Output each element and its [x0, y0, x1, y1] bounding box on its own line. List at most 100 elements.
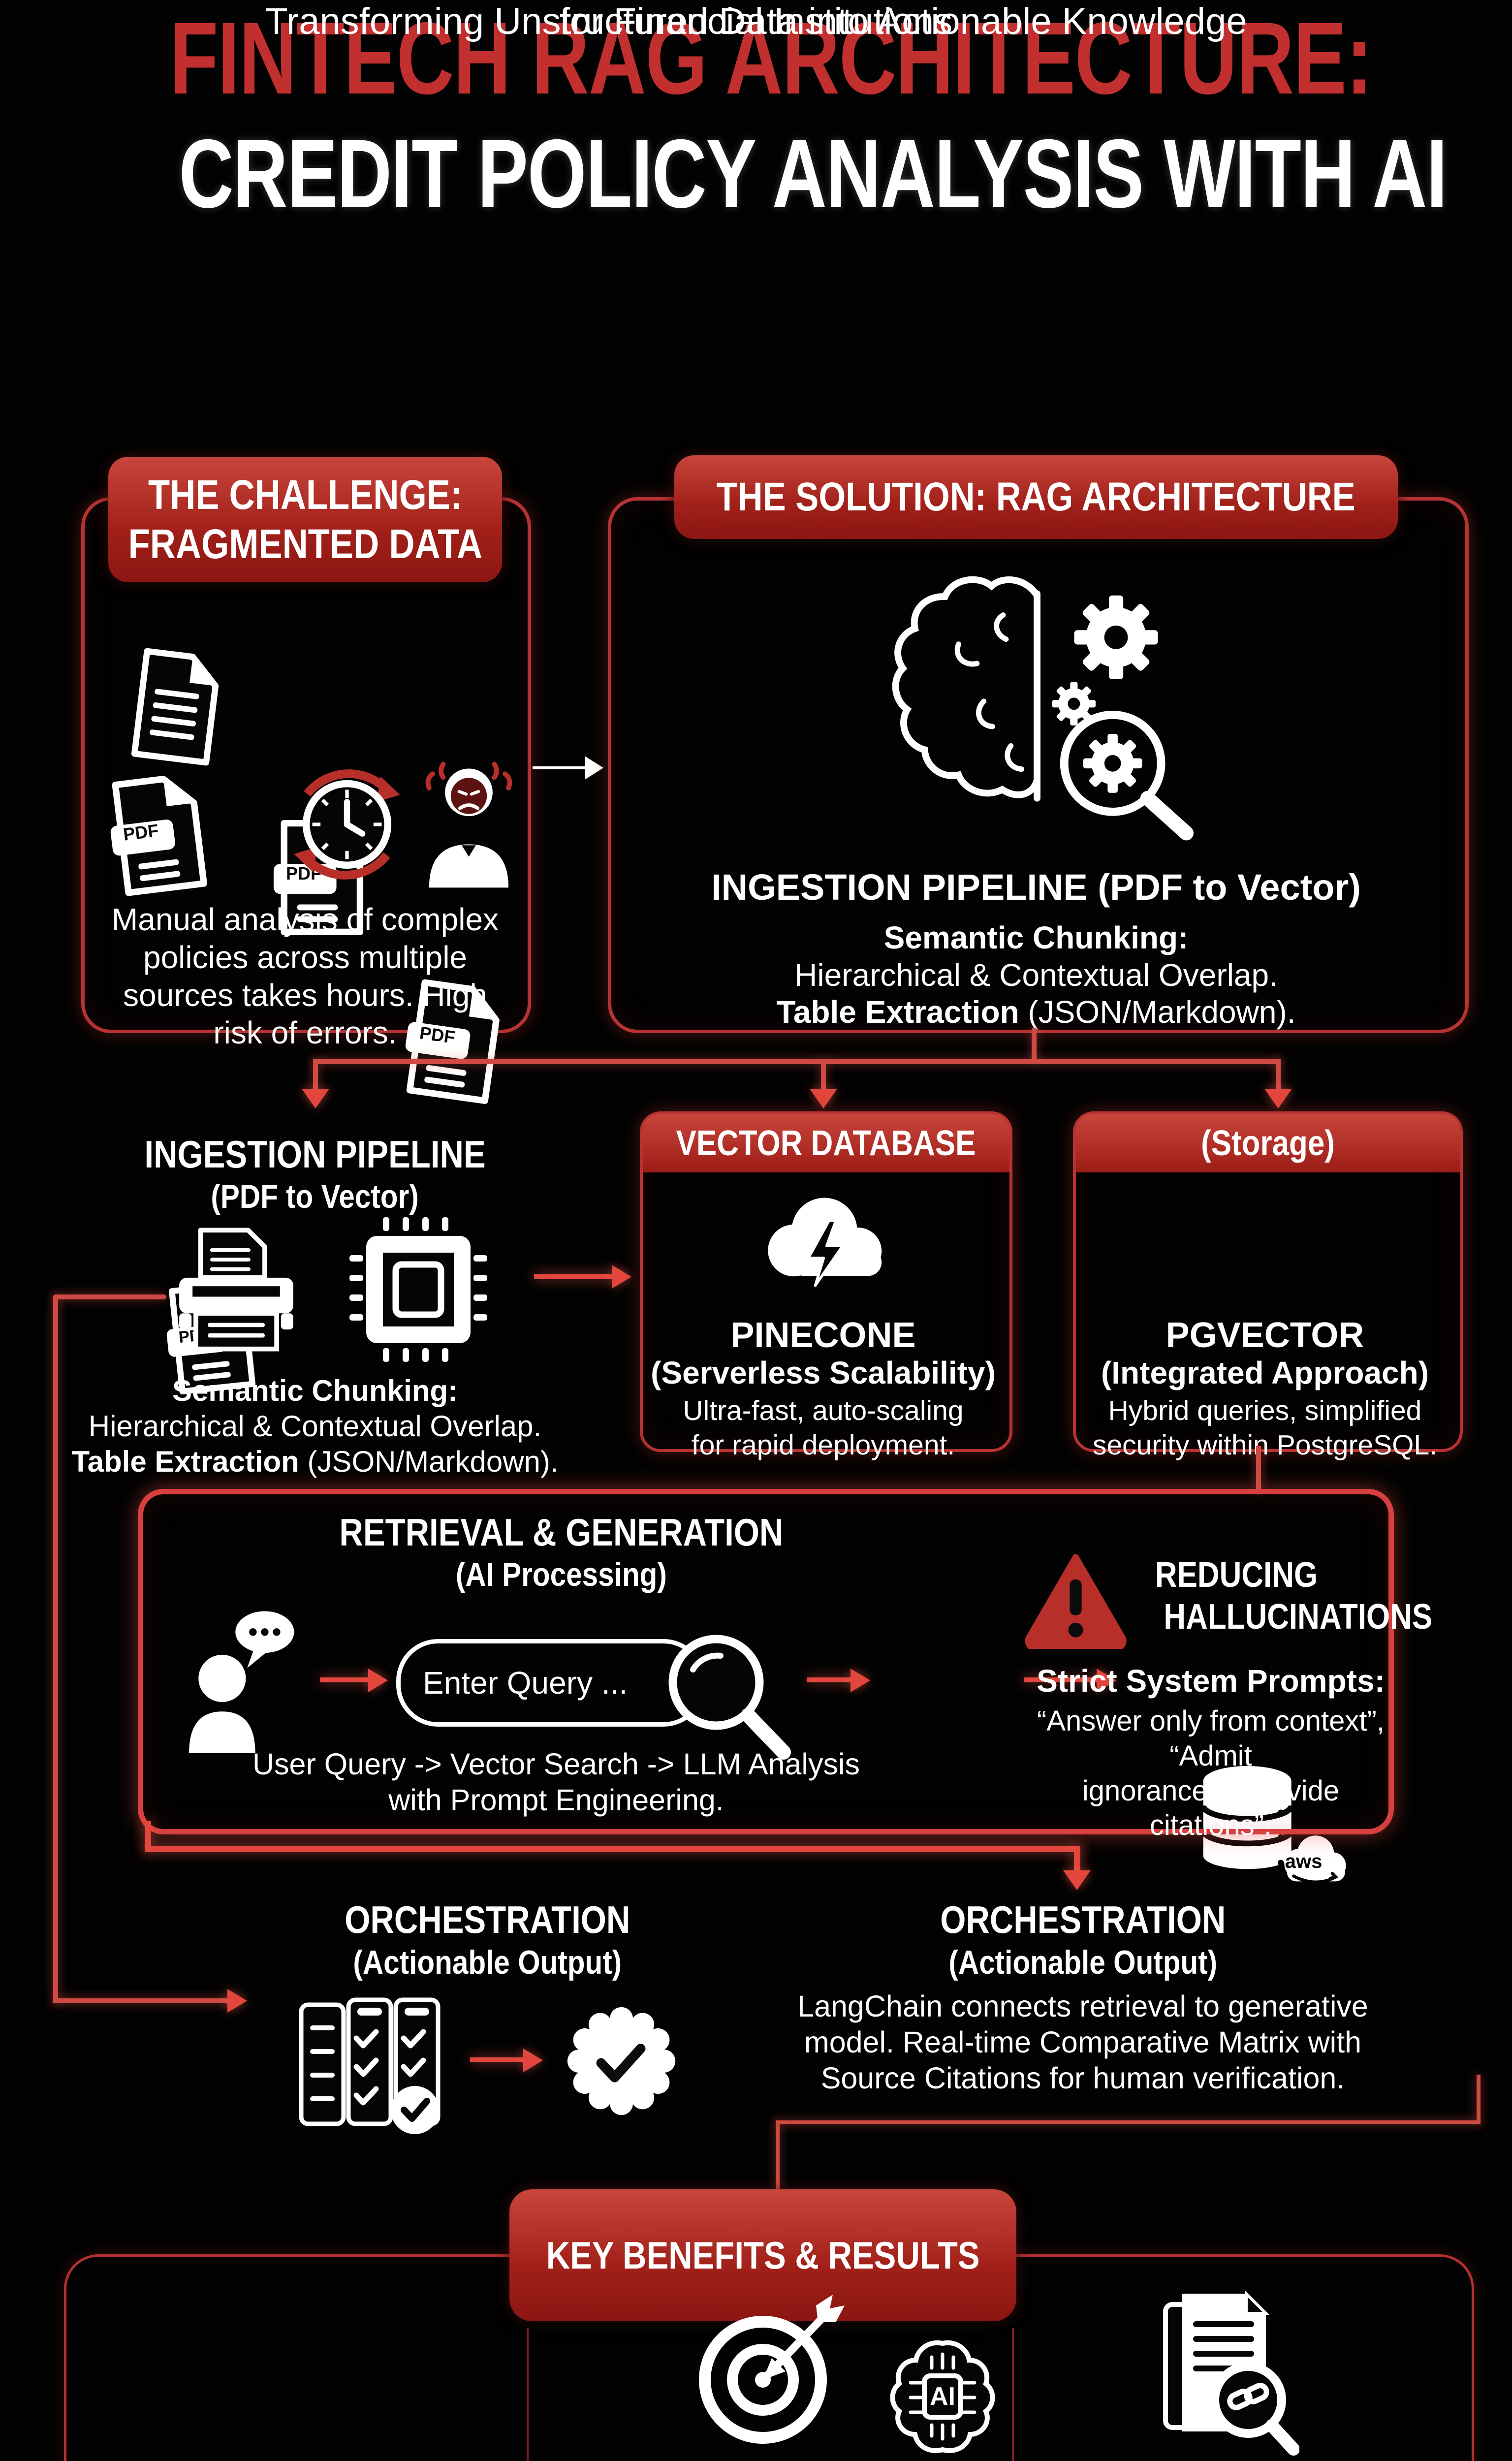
cloud-lightning-icon: [748, 1181, 901, 1304]
branch-drop-left: [313, 1059, 318, 1090]
storage-body-line1: Hybrid queries, simplified: [1108, 1395, 1422, 1426]
retrieval-to-orch-v2: [1074, 1846, 1080, 1871]
branch-horizontal-line: [313, 1059, 1281, 1064]
retrieval-to-orch-arrowhead: [1063, 1870, 1091, 1890]
solution-chunking-line3: Table Extraction (JSON/Markdown).: [776, 994, 1296, 1030]
branch-drop-right: [1276, 1059, 1281, 1090]
retrieval-subtitle: (AI Processing): [455, 1556, 667, 1593]
orch-left-subtitle: (Actionable Output): [353, 1944, 622, 1981]
hallucinations-quote-line2: ignorance”, “Provide citations”.: [1082, 1774, 1340, 1842]
challenge-header-line1: THE CHALLENGE:: [148, 472, 463, 518]
left-rail-bottom-segment: [53, 1998, 230, 2003]
pipeline-to-vectordb-arrowhead: [612, 1265, 631, 1289]
storage-subname: (Integrated Approach): [1101, 1355, 1429, 1390]
title-line-2: CREDIT POLICY ANALYSIS WITH AI: [179, 119, 1448, 228]
hallucinations-title-line2: HALLUCINATIONS: [1164, 1597, 1433, 1637]
vectordb-body-line1: Ultra-fast, auto-scaling: [683, 1395, 964, 1426]
challenge-to-solution-arrow: [533, 766, 587, 769]
retrieval-to-orch-v1: [145, 1821, 151, 1852]
page-title: FINTECH RAG ARCHITECTURE: CREDIT POLICY …: [0, 0, 1512, 229]
stressed-person-icon: [416, 743, 522, 891]
flow-arrow-2: [807, 1677, 851, 1682]
printer-icon: [165, 1221, 308, 1358]
flow-arrow-3: [1024, 1677, 1098, 1682]
target-arrow-icon: [689, 2289, 851, 2456]
solution-header: THE SOLUTION: RAG ARCHITECTURE: [716, 474, 1356, 519]
retrieval-box: [138, 1489, 1394, 1834]
retrieval-caption-line2: with Prompt Engineering.: [388, 1783, 724, 1817]
orch-right-subtitle: (Actionable Output): [948, 1944, 1217, 1981]
user-query-icon: [177, 1602, 300, 1755]
flow-arrowhead-3: [1097, 1669, 1116, 1692]
aws-label: aws: [1285, 1851, 1323, 1872]
challenge-to-solution-arrowhead: [585, 756, 603, 780]
left-rail-vertical: [53, 1294, 58, 2003]
orch-to-benefits-vertical: [776, 2120, 780, 2192]
subtitle-line-1: Transforming Unstructured Data into Acti…: [265, 0, 1247, 42]
warning-triangle-icon: [1023, 1550, 1129, 1649]
branch-arrowhead-ingestion: [302, 1089, 329, 1108]
challenge-header-line2: FRAGMENTED DATA: [128, 520, 482, 567]
hallucinations-subtitle: Strict System Prompts:: [1037, 1663, 1385, 1699]
search-magnifier-icon: [655, 1624, 797, 1767]
hallucinations-title-line1: REDUCING: [1155, 1555, 1318, 1595]
orch-to-benefits-stub: [1477, 2075, 1480, 2124]
vectordb-box: VECTOR DATABASE: [640, 1111, 1012, 1452]
vectordb-body-line2: for rapid deployment.: [691, 1429, 955, 1461]
checklist-comparison-icon: [295, 1986, 448, 2139]
orch-left-arrowhead: [523, 2049, 543, 2072]
vectordb-header: VECTOR DATABASE: [676, 1124, 976, 1163]
vectordb-name: PINECONE: [730, 1316, 916, 1355]
challenge-header-badge: THE CHALLENGE: FRAGMENTED DATA: [108, 457, 502, 582]
left-rail-top-segment: [53, 1294, 166, 1299]
benefits-divider-1: [527, 2328, 529, 2461]
document-citation-icon: [1152, 2289, 1299, 2456]
solution-chunking-line1: Semantic Chunking:: [883, 920, 1189, 955]
solution-header-badge: THE SOLUTION: RAG ARCHITECTURE: [674, 455, 1398, 539]
retrieval-to-orch-horizontal: [145, 1846, 1080, 1852]
title-line-1: FINTECH RAG ARCHITECTURE:: [169, 1, 1372, 116]
retrieval-caption-line1: User Query -> Vector Search -> LLM Analy…: [252, 1747, 860, 1781]
pipeline-to-vectordb-arrow: [534, 1274, 613, 1279]
solution-branch-stub: [1032, 1028, 1037, 1062]
subtitle-line-2: for Financial Institutions: [559, 0, 953, 42]
orch-right-title: ORCHESTRATION: [940, 1898, 1226, 1941]
storage-header: (Storage): [1201, 1124, 1335, 1163]
pipeline-chunking-line3: Table Extraction (JSON/Markdown).: [71, 1445, 559, 1478]
pipeline-chunking-line2: Hierarchical & Contextual Overlap.: [88, 1410, 542, 1443]
verified-badge-icon: [564, 2003, 679, 2119]
query-placeholder-text: Enter Query ...: [423, 1665, 628, 1701]
storage-name: PGVECTOR: [1166, 1316, 1364, 1355]
branch-arrowhead-vectordb: [810, 1089, 837, 1108]
brain-gears-magnifier-icon: [881, 551, 1196, 842]
cpu-chip-icon: [345, 1213, 492, 1366]
hallucinations-quote-line1: “Answer only from context”, “Admit: [1037, 1705, 1385, 1772]
pipeline-title-line2: (PDF to Vector): [211, 1178, 419, 1215]
database-aws-icon: aws: [1181, 1758, 1349, 1891]
solution-chunking-line2: Hierarchical & Contextual Overlap.: [794, 957, 1278, 993]
flow-arrow-1: [320, 1677, 369, 1682]
flow-arrowhead-1: [368, 1669, 388, 1692]
benefits-header: KEY BENEFITS & RESULTS: [546, 2233, 980, 2277]
orch-left-title: ORCHESTRATION: [344, 1898, 630, 1941]
storage-drop-line: [1256, 1446, 1261, 1490]
branch-drop-mid: [821, 1059, 826, 1090]
pdf-file-icon: PDF: [99, 770, 211, 900]
storage-body-line2: security within PostgreSQL.: [1092, 1429, 1438, 1461]
solution-pipeline-title: INGESTION PIPELINE (PDF to Vector): [711, 867, 1361, 908]
flow-arrowhead-2: [850, 1669, 870, 1692]
benefits-divider-2: [1012, 2328, 1014, 2461]
challenge-body-text: Manual analysis of complex policies acro…: [111, 902, 499, 1051]
benefits-header-badge: KEY BENEFITS & RESULTS: [509, 2189, 1016, 2321]
storage-box: (Storage): [1073, 1111, 1463, 1452]
pipeline-chunking-line1: Semantic Chunking:: [172, 1374, 458, 1407]
orch-to-benefits-horizontal: [776, 2120, 1480, 2124]
orch-right-body: LangChain connects retrieval to generati…: [797, 1989, 1368, 2095]
vectordb-subname: (Serverless Scalability): [651, 1355, 996, 1390]
pipeline-title-line1: INGESTION PIPELINE: [144, 1133, 486, 1176]
ai-label: AI: [930, 2382, 955, 2411]
document-stack-icon: [119, 644, 226, 768]
ai-brain-chip-icon: AI: [881, 2329, 1004, 2461]
orch-left-arrow: [470, 2057, 524, 2062]
